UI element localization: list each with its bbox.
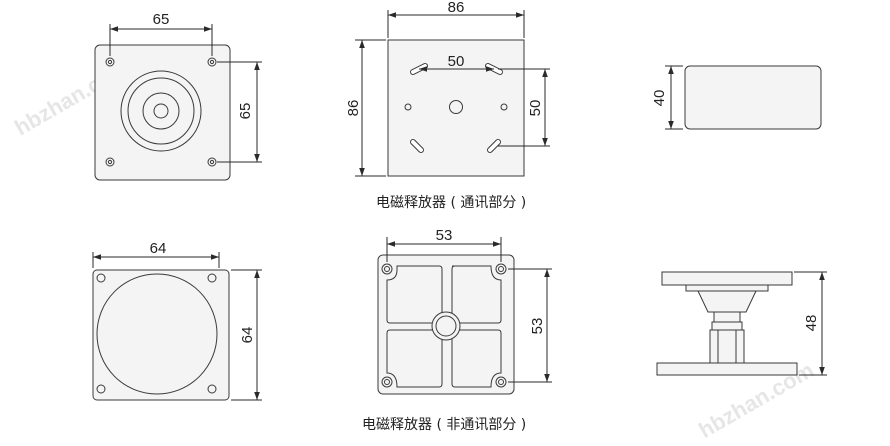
hole-inner bbox=[107, 159, 113, 165]
shaft bbox=[709, 329, 745, 364]
hole bbox=[207, 157, 217, 167]
top-left-body bbox=[94, 44, 231, 181]
dim-label-40-height: 40 bbox=[651, 90, 668, 107]
caption-communication: 电磁释放器 ( 通讯部分 ) bbox=[376, 195, 527, 211]
hole bbox=[207, 384, 217, 394]
hole bbox=[207, 273, 217, 283]
base-plate bbox=[656, 362, 798, 376]
collar bbox=[711, 321, 743, 331]
top-right-view: 40 bbox=[651, 65, 822, 130]
hole-inner bbox=[498, 379, 504, 385]
hole bbox=[500, 103, 508, 111]
bottom-left-view: 64 64 bbox=[92, 240, 262, 401]
hole bbox=[495, 376, 507, 388]
dim-label-53-width: 53 bbox=[436, 227, 453, 244]
hole-inner bbox=[384, 266, 390, 272]
hole bbox=[96, 273, 106, 283]
hole-inner bbox=[384, 379, 390, 385]
bottom-right-view: 48 bbox=[656, 271, 827, 376]
center-hole bbox=[449, 100, 463, 114]
hole bbox=[381, 263, 393, 275]
pocket bbox=[451, 265, 502, 324]
top-left-view: 65 65 bbox=[94, 11, 262, 181]
caption-non-communication: 电磁释放器 ( 非通讯部分 ) bbox=[362, 417, 527, 433]
dim-label-48-height: 48 bbox=[803, 315, 820, 332]
hole-inner bbox=[498, 266, 504, 272]
hole-inner bbox=[209, 59, 215, 65]
top-right-body bbox=[684, 65, 822, 130]
bottom-left-body bbox=[92, 269, 230, 401]
big-circle bbox=[96, 273, 218, 395]
hole-inner bbox=[209, 159, 215, 165]
dim-label-65-height: 65 bbox=[237, 103, 254, 120]
bell-housing bbox=[697, 290, 757, 313]
pocket bbox=[386, 265, 443, 324]
dim-label-50-height: 50 bbox=[527, 100, 544, 117]
center-hole bbox=[435, 315, 457, 337]
hole bbox=[207, 57, 217, 67]
top-plate bbox=[661, 271, 793, 286]
magnet-center bbox=[153, 103, 169, 119]
dim-label-53-height: 53 bbox=[529, 318, 546, 335]
dim-label-64-width: 64 bbox=[150, 240, 167, 257]
dim-label-64-height: 64 bbox=[239, 327, 256, 344]
hole-inner bbox=[107, 59, 113, 65]
dim-label-65-width: 65 bbox=[153, 11, 170, 28]
magnet-core bbox=[142, 92, 180, 130]
dim-label-86-width: 86 bbox=[448, 0, 465, 16]
magnet-ring bbox=[127, 77, 195, 145]
plate-step bbox=[685, 284, 769, 292]
bottom-middle-view: 53 53 bbox=[377, 227, 552, 395]
dim-label-86-height: 86 bbox=[345, 100, 362, 117]
hole bbox=[105, 157, 115, 167]
hole bbox=[404, 103, 412, 111]
hole bbox=[381, 376, 393, 388]
neck bbox=[713, 311, 741, 323]
top-middle-view: 86 86 50 50 bbox=[345, 0, 550, 177]
hole bbox=[105, 57, 115, 67]
hole bbox=[96, 384, 106, 394]
dim-label-50-width: 50 bbox=[448, 53, 465, 70]
hole bbox=[495, 263, 507, 275]
magnet-outer-ring bbox=[120, 70, 202, 152]
